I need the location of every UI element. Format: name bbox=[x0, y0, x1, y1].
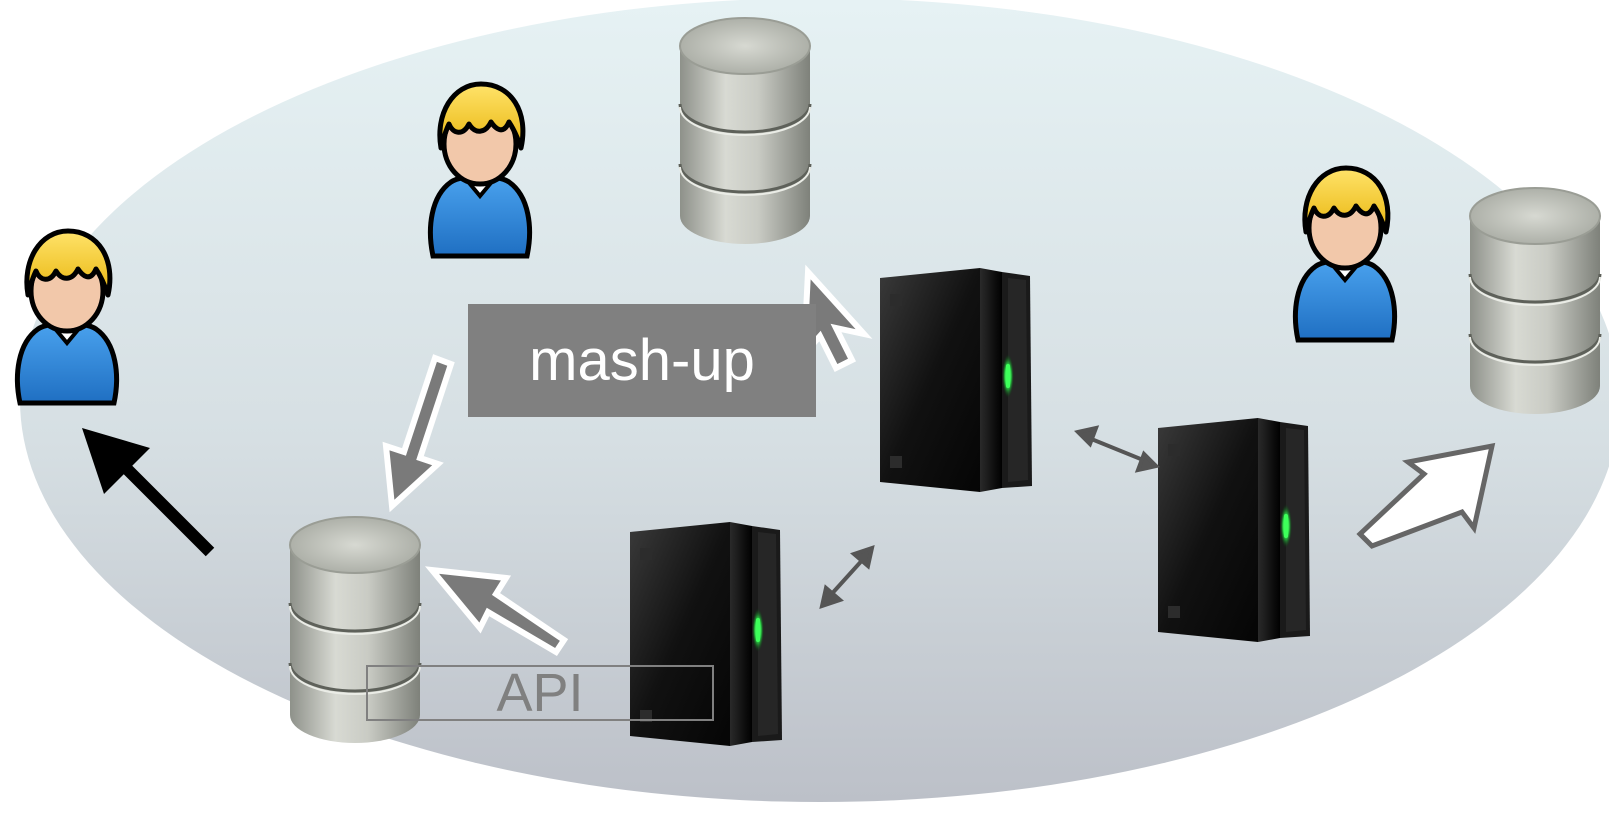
server-icon bbox=[1158, 418, 1310, 642]
arrow-icon bbox=[382, 354, 455, 513]
server-icon bbox=[880, 268, 1032, 492]
double-arrow-icon bbox=[819, 544, 875, 610]
arrow-icon bbox=[1356, 442, 1496, 549]
double-arrow-icon bbox=[1074, 425, 1160, 473]
arrow-icon bbox=[424, 566, 569, 657]
mashup-label: mash-up bbox=[468, 304, 816, 417]
database-icon bbox=[1468, 186, 1602, 416]
database-icon bbox=[678, 16, 812, 246]
api-label: API bbox=[366, 663, 714, 723]
arrow-icon bbox=[82, 428, 215, 557]
